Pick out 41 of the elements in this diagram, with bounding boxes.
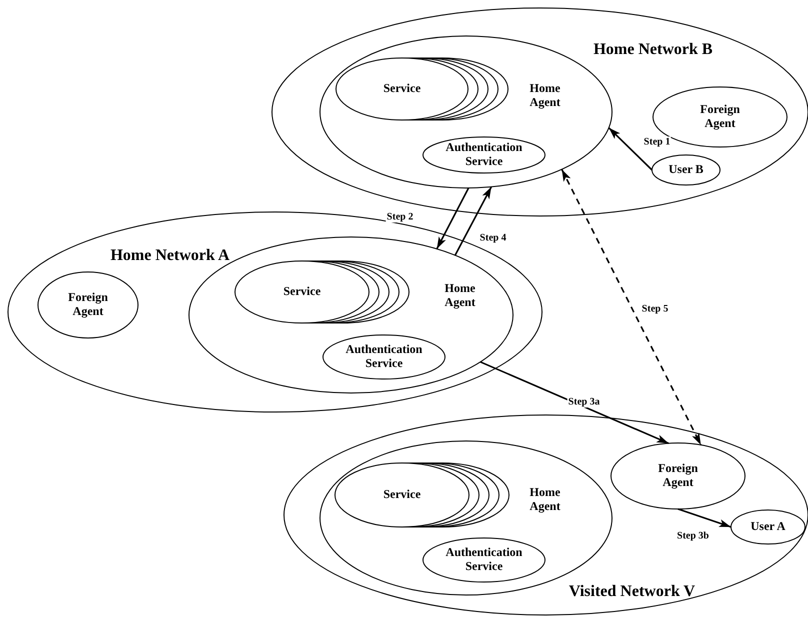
node-label: Authentication Service	[444, 546, 524, 574]
network-title: Visited Network V	[568, 582, 696, 602]
arrow	[561, 169, 702, 446]
edge-label: Step 1	[642, 136, 672, 148]
node-label: Authentication Service	[444, 141, 524, 169]
ellipse-node	[335, 463, 509, 527]
ellipse-node	[8, 212, 542, 412]
node-label: Service	[383, 82, 421, 96]
ellipse-node	[235, 261, 409, 323]
node-label: Home Agent	[528, 82, 562, 110]
node-label: Authentication Service	[344, 343, 424, 371]
network-title: Home Network B	[593, 40, 713, 60]
node-label: Foreign Agent	[699, 103, 741, 131]
edge-label: Step 3a	[567, 396, 601, 408]
network-title: Home Network A	[110, 246, 230, 266]
arrow	[678, 508, 732, 528]
edge-label: Step 5	[640, 304, 670, 314]
ellipse-node	[611, 443, 745, 509]
edge-label: Step 4	[478, 232, 508, 244]
ellipse-node	[423, 137, 545, 173]
node-label: Home Agent	[444, 282, 476, 310]
ellipse-node	[38, 272, 138, 338]
node-label: Foreign Agent	[657, 462, 699, 490]
edge-label: Step 2	[386, 212, 414, 222]
arrow	[608, 127, 653, 171]
node-label: Service	[383, 488, 421, 502]
arrow	[480, 361, 669, 444]
ellipse-node	[731, 510, 805, 544]
node-label: Service	[283, 285, 321, 299]
node-label: User A	[750, 520, 786, 534]
arrow	[454, 186, 492, 256]
node-label: Home Agent	[528, 486, 562, 514]
ellipse-node	[652, 155, 720, 185]
edge-label: Step 3b	[676, 530, 710, 542]
ellipse-node	[423, 538, 545, 582]
node-label: Foreign Agent	[67, 291, 109, 319]
ellipse-node	[323, 335, 445, 379]
ellipse-node	[284, 415, 808, 615]
node-label: User B	[668, 163, 704, 177]
arrow	[436, 188, 470, 250]
ellipse-node	[336, 58, 508, 120]
